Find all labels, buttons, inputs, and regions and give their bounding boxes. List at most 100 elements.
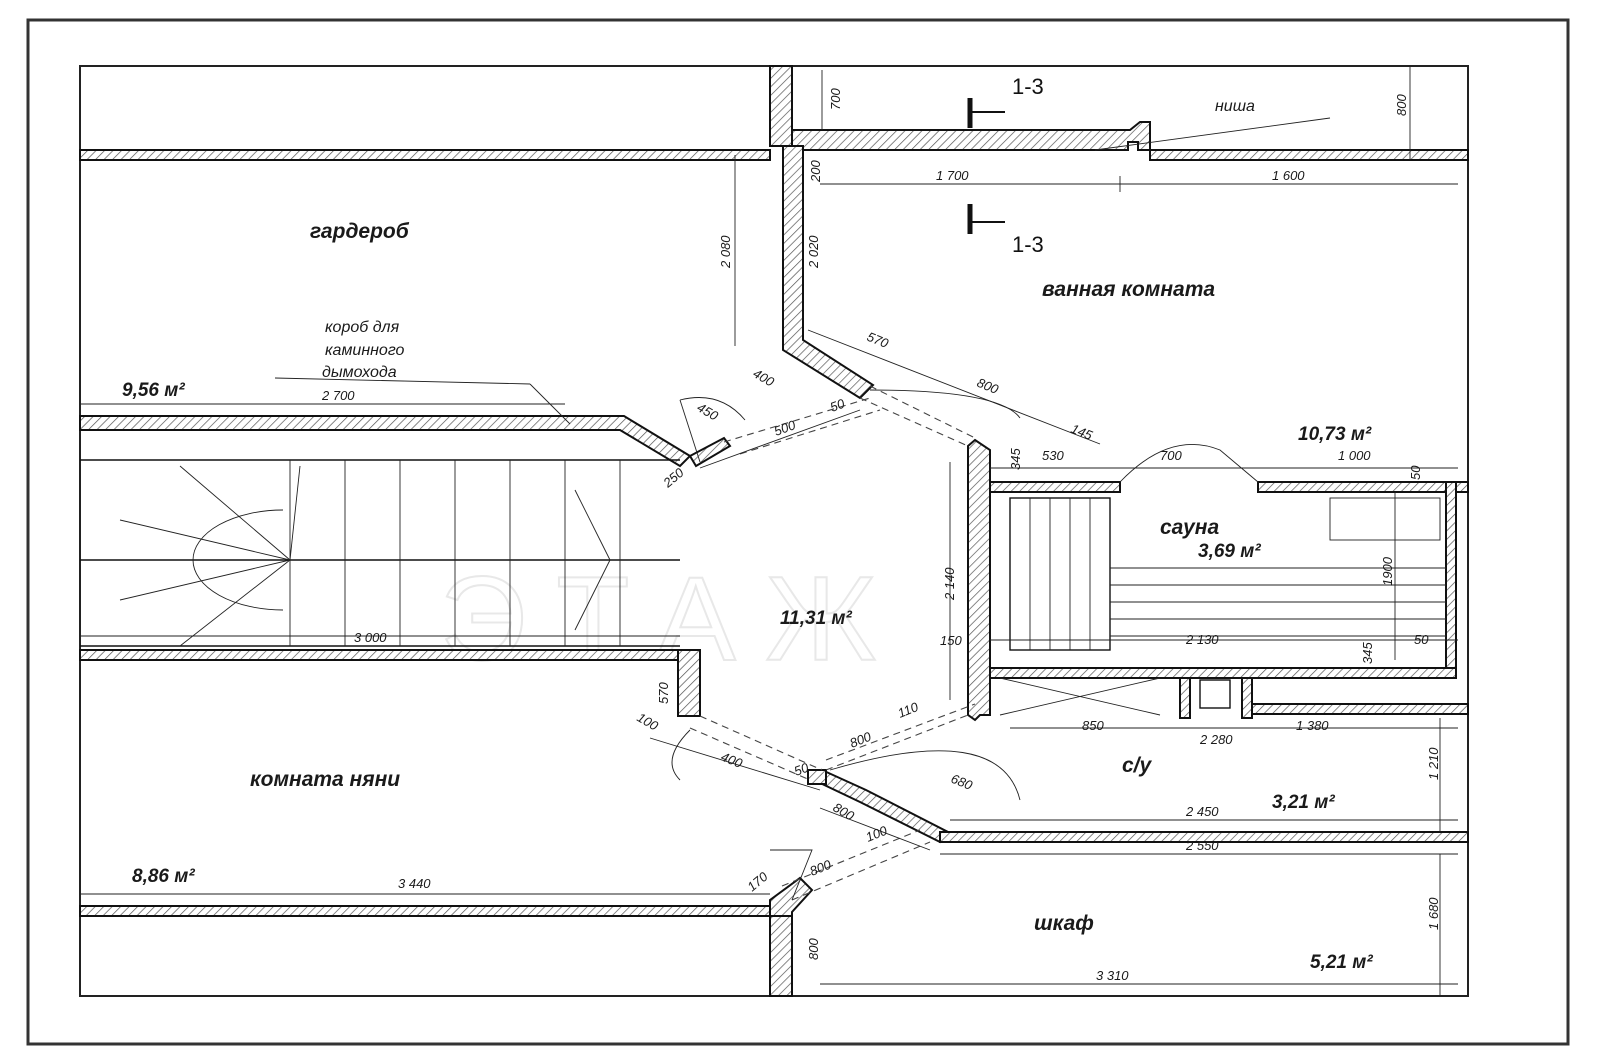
- dim-800-a: 800: [975, 375, 1001, 397]
- dim-1600: 1 600: [1272, 168, 1305, 183]
- wall-hall-right: [967, 438, 991, 722]
- room-label-wardrobe: гардероб: [310, 220, 410, 243]
- room-label-sauna: сауна: [1160, 516, 1219, 539]
- wall-central-lower-diag: [769, 876, 814, 917]
- note-niche: ниша: [1215, 98, 1255, 115]
- wall-wc-bottom: [939, 831, 1469, 843]
- wall-central-lower: [769, 915, 793, 997]
- dim-50-b: 50: [1408, 465, 1423, 480]
- wall-wc-duct-left: [1179, 677, 1191, 719]
- dim-2550: 2 550: [1185, 838, 1219, 853]
- dim-250: 250: [660, 464, 688, 491]
- wall-nanny-bottom: [79, 905, 771, 917]
- note-chimney-2: каминного: [325, 342, 405, 359]
- dim-400-b: 400: [719, 749, 745, 771]
- chimney-leader-2: [529, 383, 571, 425]
- area-wardrobe: 9,56 м²: [122, 380, 185, 401]
- wall-lower-stub: [807, 769, 827, 785]
- area-hall: 11,31 м²: [780, 608, 852, 629]
- room-label-nanny: комната няни: [250, 768, 400, 791]
- dim-800-top-right: 800: [1394, 94, 1409, 116]
- dim-2450: 2 450: [1185, 804, 1219, 819]
- dim-2080: 2 080: [718, 235, 733, 269]
- dim-170: 170: [744, 868, 771, 894]
- dim-800-d: 800: [808, 856, 834, 878]
- area-closet: 5,21 м²: [1310, 952, 1373, 973]
- dim-680: 680: [949, 771, 975, 793]
- dim-1680: 1 680: [1426, 897, 1441, 930]
- area-sauna: 3,69 м²: [1198, 541, 1261, 562]
- dim-345-b: 345: [1360, 642, 1375, 664]
- walls: [79, 65, 1469, 997]
- dim-1900: 1900: [1380, 556, 1395, 586]
- dim-1000: 1 000: [1338, 448, 1371, 463]
- note-chimney-3: дымохода: [322, 364, 397, 381]
- wall-sauna-top-left: [989, 481, 1121, 493]
- chimney-leader: [274, 377, 531, 385]
- wall-sauna-bottom: [989, 667, 1457, 679]
- dim-2020: 2 020: [806, 235, 821, 269]
- section-label-top: 1-3: [1012, 74, 1044, 99]
- dim-530: 530: [1042, 448, 1064, 463]
- watermark: ЭТАЖ: [440, 552, 906, 686]
- dim-800-c: 800: [831, 800, 858, 824]
- section-markers: [967, 98, 1005, 234]
- dim-145: 145: [1069, 421, 1095, 443]
- dim-800-b: 800: [848, 728, 874, 750]
- dim-345: 345: [1008, 448, 1023, 470]
- dim-2140: 2 140: [942, 567, 957, 601]
- inner-frame: [79, 65, 1469, 997]
- dim-100-a: 100: [635, 710, 662, 734]
- area-wc: 3,21 м²: [1272, 792, 1335, 813]
- dim-570-b: 570: [656, 682, 671, 704]
- wall-stair-bottom-jamb: [677, 649, 701, 717]
- dim-2130: 2 130: [1185, 632, 1219, 647]
- wall-central-upper: [769, 65, 793, 147]
- niche-leader: [1094, 117, 1331, 151]
- dim-110: 110: [896, 699, 922, 721]
- room-label-closet: шкаф: [1034, 912, 1094, 935]
- dim-2280: 2 280: [1199, 732, 1233, 747]
- wall-wc-top: [1251, 703, 1469, 715]
- room-label-wc: с/у: [1122, 754, 1153, 777]
- dim-50-c: 50: [1414, 632, 1429, 647]
- wall-stair-top: [79, 415, 692, 468]
- dim-450: 450: [695, 400, 722, 424]
- dim-500: 500: [772, 417, 798, 439]
- dim-2700: 2 700: [321, 388, 355, 403]
- area-bathroom: 10,73 м²: [1298, 424, 1372, 445]
- dimension-labels: 700 800 1 700 1 600 200 2 080 2 020 2 70…: [321, 88, 1441, 983]
- wall-sauna-top-right: [1257, 481, 1469, 493]
- dim-800-e: 800: [806, 938, 821, 960]
- wall-bath-top-right: [1149, 149, 1469, 161]
- doors: [671, 385, 1259, 901]
- dimension-lines: [80, 66, 1458, 996]
- wall-stair-top-inner: [688, 436, 732, 468]
- section-label-bottom: 1-3: [1012, 232, 1044, 257]
- wall-bath-top: [791, 121, 1151, 151]
- wall-stair-bottom: [79, 649, 691, 661]
- dim-700: 700: [828, 88, 843, 110]
- dim-150: 150: [940, 633, 962, 648]
- dim-1700: 1 700: [936, 168, 969, 183]
- note-chimney-1: короб для: [325, 319, 400, 336]
- dim-50-d: 50: [792, 760, 811, 779]
- room-label-bathroom: ванная комната: [1042, 278, 1215, 301]
- dim-700-b: 700: [1160, 448, 1182, 463]
- staircase: [80, 459, 680, 647]
- dim-3440: 3 440: [398, 876, 431, 891]
- wall-wc-duct-right: [1241, 677, 1253, 719]
- dim-200: 200: [808, 160, 823, 183]
- dim-50-a: 50: [828, 396, 847, 415]
- dim-570: 570: [865, 329, 891, 351]
- dim-1210: 1 210: [1426, 747, 1441, 780]
- dim-3000: 3 000: [354, 630, 387, 645]
- area-nanny: 8,86 м²: [132, 866, 195, 887]
- dim-3310: 3 310: [1096, 968, 1129, 983]
- wall-wardrobe-top: [79, 149, 771, 161]
- dim-850: 850: [1082, 718, 1104, 733]
- dim-400-a: 400: [751, 366, 778, 390]
- sauna-benches: [1009, 497, 1446, 709]
